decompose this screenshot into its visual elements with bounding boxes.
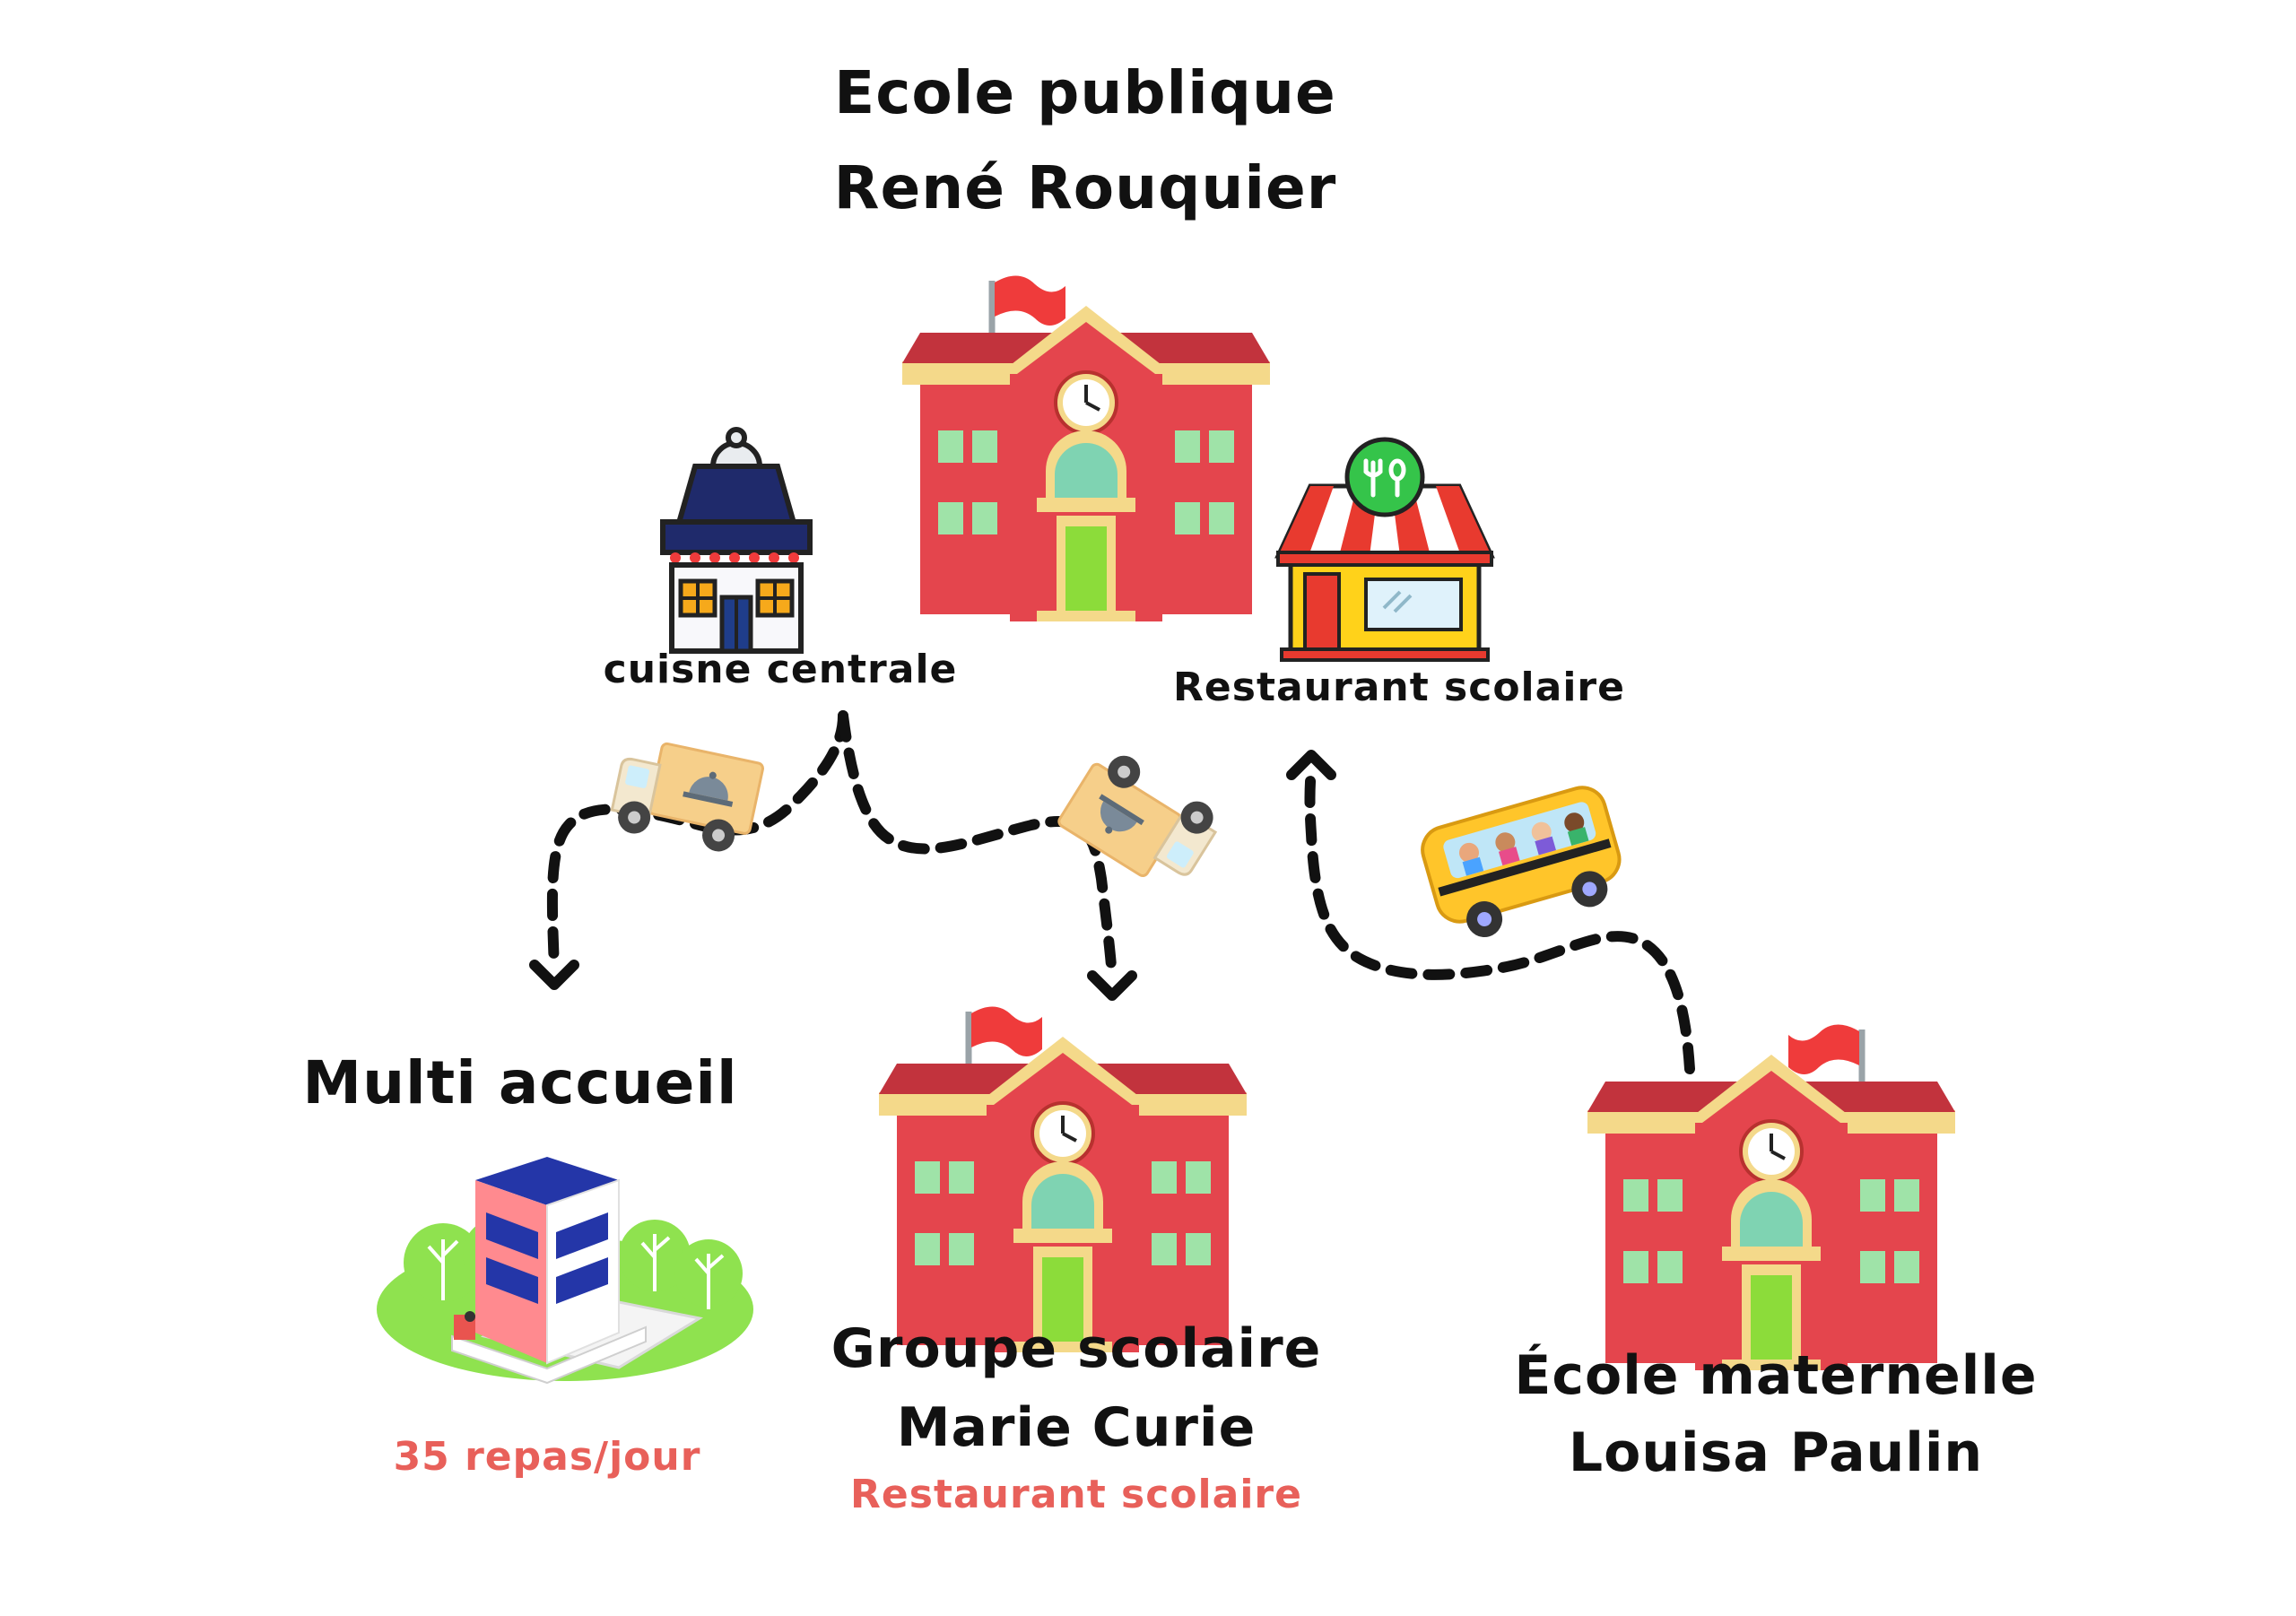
restaurant-label: Restaurant scolaire [1173,665,1625,710]
route-kitchen-to-groupe-scolaire [838,710,1118,983]
school-bus-icon [1421,786,1622,937]
ecole-maternelle-name-line1: École maternelle [1514,1344,2038,1407]
delivery-truck-icon [1056,741,1227,899]
arrow-to-multi-accueil [535,965,574,985]
daycare-building-icon [377,1157,753,1385]
main-school-name-line1: Ecole publique [834,58,1336,127]
groupe-scolaire-school-icon [877,1006,1248,1354]
ecole-maternelle-name-line2: Louisa Paulin [1568,1421,1984,1484]
central-kitchen-label: cuisne centrale [603,647,958,692]
multi-accueil-title: Multi accueil [302,1048,738,1117]
delivery-truck-icon [606,734,766,859]
ecole-maternelle-school-icon [1586,1024,1957,1372]
multi-accueil-meals: 35 repas/jour [393,1434,701,1480]
central-kitchen-icon [660,427,813,654]
arrow-to-groupe-scolaire [1092,976,1132,995]
groupe-scolaire-name-line2: Marie Curie [896,1396,1257,1459]
restaurant-shop-icon [1274,437,1495,662]
groupe-scolaire-restaurant-label: Restaurant scolaire [850,1472,1302,1517]
main-school-name-line2: René Rouquier [833,153,1337,222]
groupe-scolaire-name-line1: Groupe scolaire [831,1317,1322,1380]
arrow-to-restaurant [1292,755,1331,775]
route-maternelle-to-restaurant [1304,764,1695,1074]
main-school-icon [900,275,1272,623]
